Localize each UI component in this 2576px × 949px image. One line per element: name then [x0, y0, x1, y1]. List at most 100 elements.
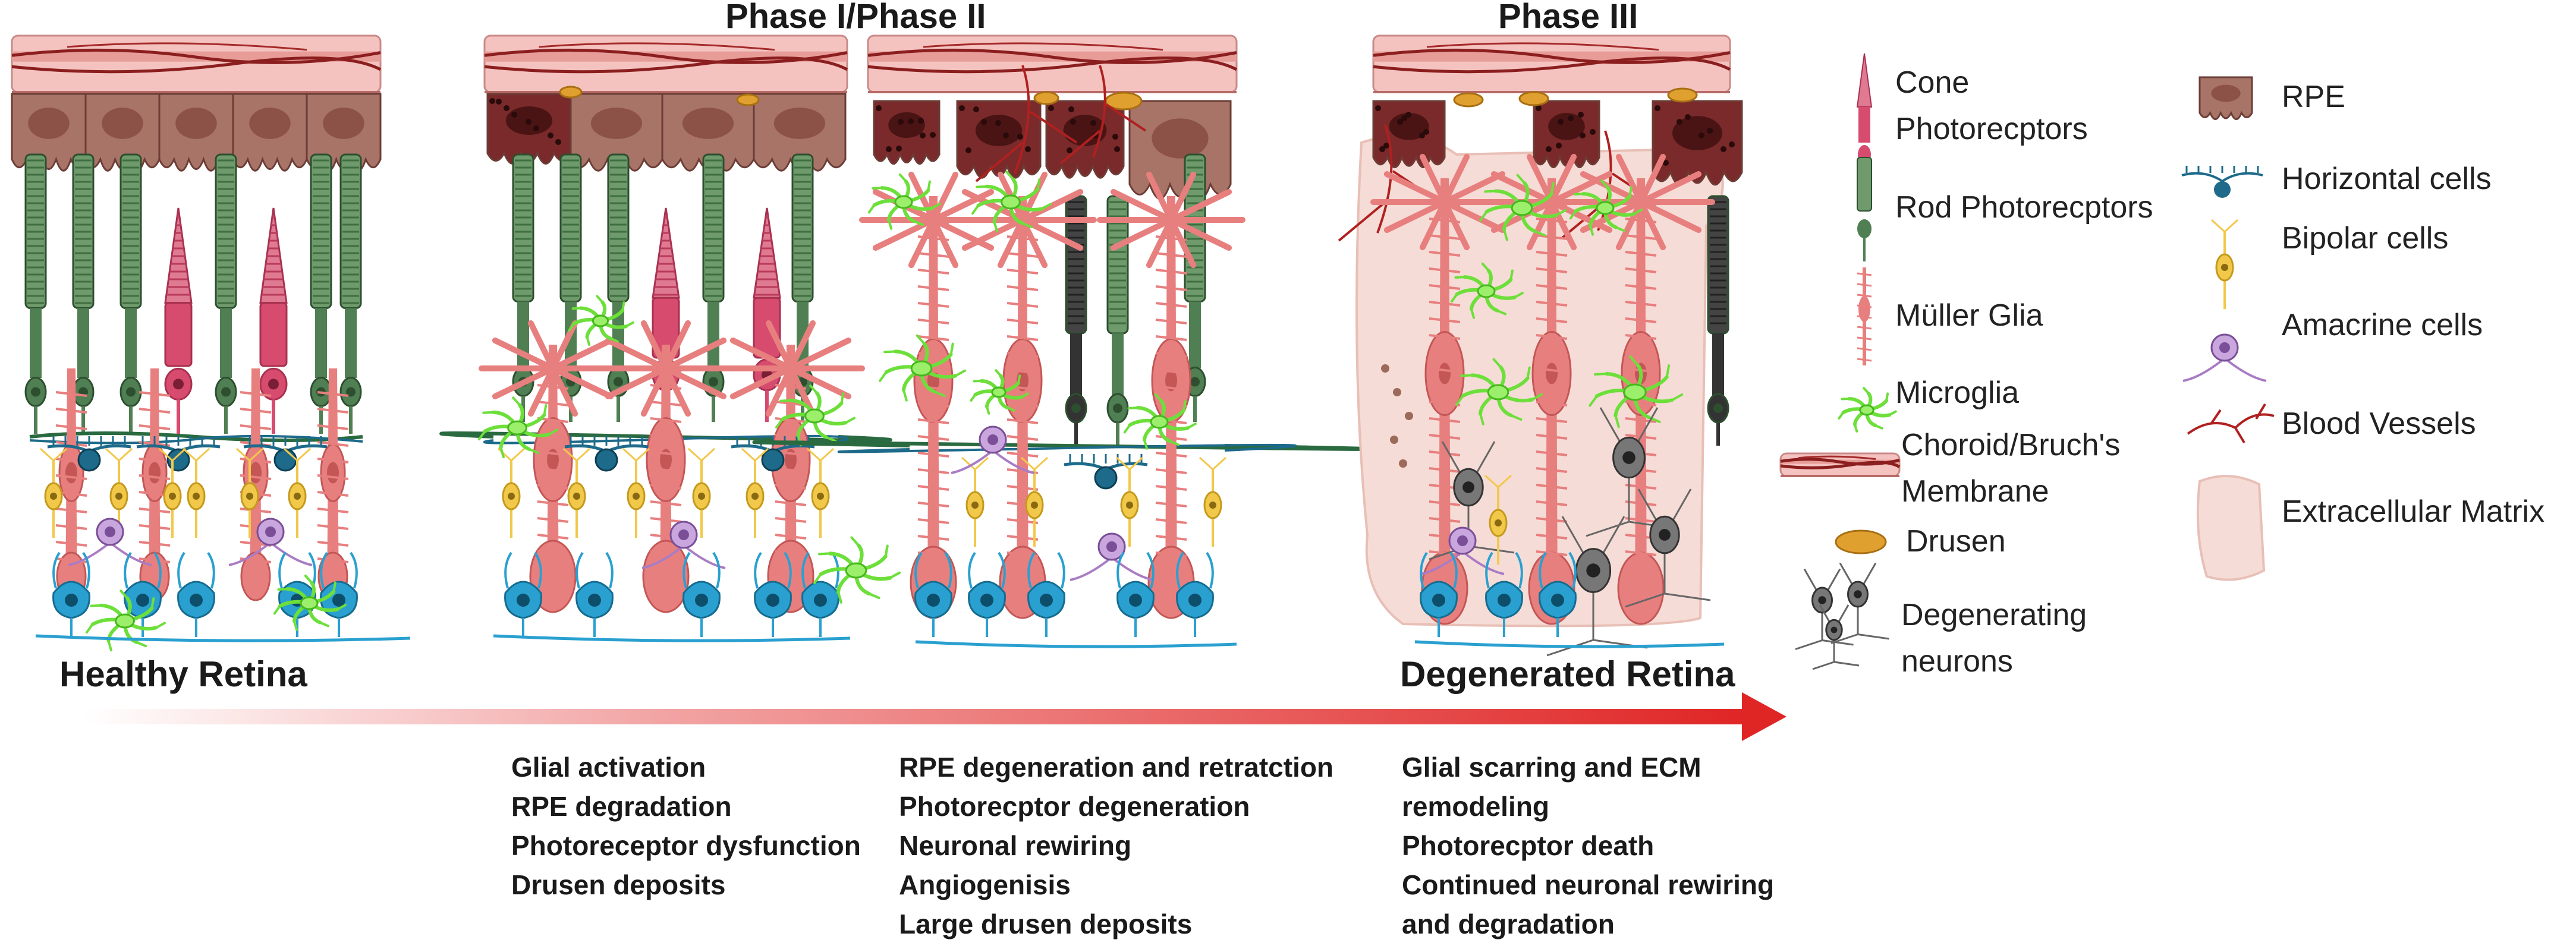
degenerating-neuron-icon: [1795, 562, 1889, 670]
cone-photoreceptor: [753, 207, 781, 422]
bipolar-cell: [1484, 474, 1512, 565]
rod-photoreceptor: [72, 153, 95, 434]
rpe-cell: [753, 93, 847, 172]
drusen-deposit: [1453, 92, 1484, 108]
healthy-retina-label: Healthy Retina: [59, 654, 307, 694]
event-item: and degradation: [1402, 909, 1615, 939]
event-item: Continued neuronal rewiring: [1402, 869, 1775, 900]
nerve-fiber-layer: [35, 634, 411, 642]
bipolar-cell: [497, 447, 526, 538]
rpe-cell: [11, 93, 87, 172]
microglia: [273, 574, 347, 631]
rod-photoreceptor: [607, 153, 630, 422]
microglia-icon: [1838, 387, 1897, 433]
muller-glia-icon: [1857, 294, 1872, 298]
bipolar-cell-icon: [2210, 219, 2239, 309]
pigment-granule: [1393, 388, 1401, 396]
legend-label-horizontal: Horizontal cells: [2282, 162, 2492, 196]
plexiform-layer: [29, 431, 363, 444]
legend-label-amacrine: Amacrine cells: [2282, 308, 2483, 342]
event-item: Neuronal rewiring: [899, 830, 1132, 861]
rod-photoreceptor: [119, 153, 142, 434]
progression-arrow: [83, 692, 1786, 741]
ganglion-cell: [575, 551, 614, 637]
microglia: [85, 589, 166, 652]
choroid-bruch-membrane: [483, 34, 848, 93]
bipolar-cell: [687, 447, 716, 538]
event-item: Photorecptor degeneration: [899, 791, 1250, 822]
rpe-cell: [661, 93, 755, 172]
bipolar-cell: [235, 447, 264, 538]
legend: [1779, 53, 2275, 670]
muller-glia-icon: [1857, 347, 1872, 351]
event-item: Photorecptor death: [1402, 830, 1655, 861]
event-item: Glial scarring and ECM: [1402, 752, 1701, 783]
bipolar-cell: [182, 447, 210, 538]
ganglion-cell: [801, 551, 839, 637]
ganglion-cell: [1485, 551, 1523, 637]
muller-glia-icon: [1857, 315, 1872, 319]
panel-phase-2: [752, 34, 1382, 648]
nerve-fiber-layer: [493, 634, 851, 642]
panel-phase-1: [439, 34, 901, 642]
degenerating-neuron: [1795, 568, 1854, 650]
bipolar-cell: [158, 447, 187, 538]
legend-label-rpe: RPE: [2282, 80, 2345, 114]
bipolar-cell: [622, 447, 650, 538]
pigment-granule: [1399, 459, 1407, 468]
rpe-cell: [158, 93, 234, 172]
degenerating-neuron: [1830, 562, 1889, 644]
degenerating-neuron: [1429, 441, 1515, 560]
degenerating-neuron: [1625, 488, 1711, 608]
cone-photoreceptor: [164, 207, 193, 434]
rpe-cell: [1128, 100, 1232, 200]
rod-photoreceptor: [215, 153, 237, 434]
event-item: RPE degradation: [511, 791, 732, 822]
horizontal-cell: [564, 436, 649, 472]
microglia: [813, 536, 901, 604]
legend-label-microglia: Microglia: [1895, 376, 2020, 410]
phase-3-title: Phase III: [1498, 0, 1638, 36]
muller-glia-icon: [1857, 326, 1872, 330]
legend-label-cone: Cone Photorecptors: [1895, 65, 2088, 146]
amacrine-cell-icon: [2182, 333, 2267, 382]
blood-vessel: [975, 65, 1078, 182]
bipolar-cell: [741, 447, 769, 538]
muller-glia-icon: [1857, 336, 1872, 340]
microglia: [477, 396, 559, 459]
degenerating-neuron: [1812, 604, 1860, 670]
pigment-granule: [1381, 364, 1389, 373]
legend-label-rod: Rod Photorecptors: [1895, 190, 2153, 225]
microglia: [971, 171, 1052, 233]
event-item: Drusen deposits: [511, 869, 726, 900]
plexiform-layer: [752, 440, 1382, 453]
amacrine-cell: [1070, 532, 1154, 581]
rpe-cell: [1533, 100, 1600, 169]
panel-phase-3: [1338, 34, 1743, 657]
drusen-icon: [1835, 529, 1887, 554]
microglia: [879, 334, 967, 402]
choroid-bruch-membrane: [867, 34, 1238, 93]
rpe-cell: [1372, 100, 1446, 169]
degenerating-neuron: [1586, 407, 1679, 537]
choroid-bruch-icon: [1779, 452, 1901, 477]
ganglion-cell: [754, 551, 792, 637]
horizontal-cell: [47, 436, 131, 472]
rpe-cell: [1652, 100, 1743, 186]
rod-photoreceptor: [24, 153, 47, 434]
rpe-cell: [232, 93, 308, 172]
rpe-cell: [84, 93, 161, 172]
muller-glia: [240, 368, 272, 601]
bipolar-cell: [1020, 456, 1049, 547]
drusen-deposit: [1667, 87, 1698, 103]
event-item: Glial activation: [511, 752, 706, 783]
muller-glia: [592, 320, 740, 613]
rod-photoreceptor: [310, 153, 332, 434]
phase-2-events: RPE degeneration and retratction Photore…: [899, 748, 1333, 944]
muller-glia-icon: [1857, 304, 1872, 308]
rod-photoreceptor: [1707, 195, 1729, 446]
bipolar-cell: [961, 456, 989, 547]
microglia: [1123, 393, 1197, 450]
rpe-cell: [486, 93, 572, 165]
